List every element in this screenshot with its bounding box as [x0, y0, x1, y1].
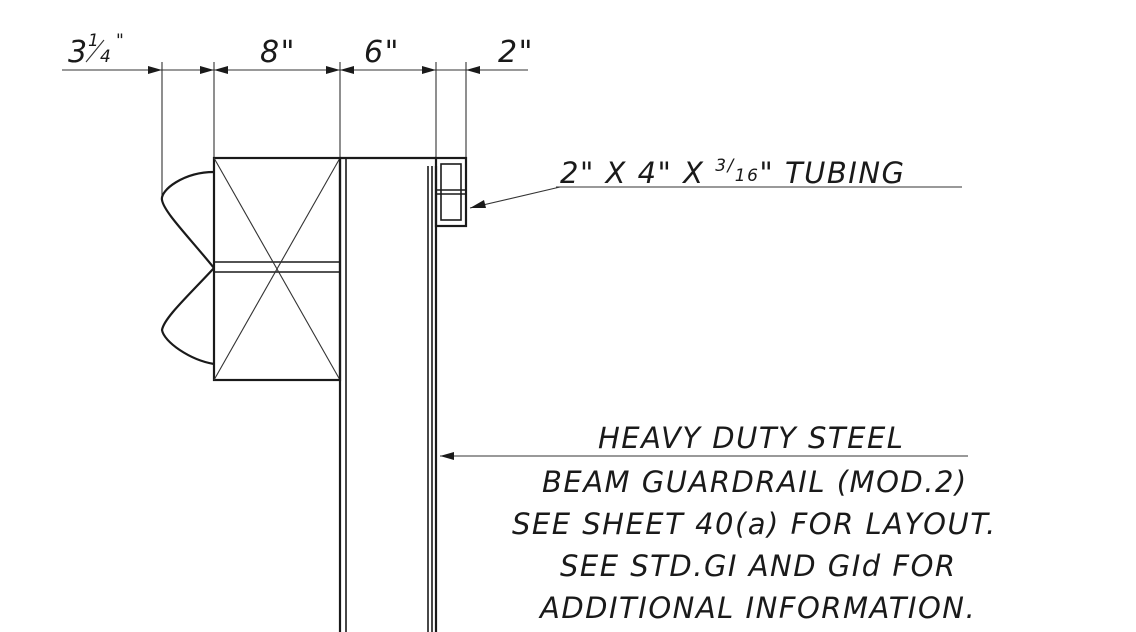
dimension-arrows: [148, 66, 480, 74]
dimension-label-2: 2": [498, 35, 534, 70]
blockout: [212, 156, 342, 382]
w-beam-rail: [160, 170, 215, 366]
fraction-bar: [85, 39, 105, 63]
steel-post: [338, 156, 438, 632]
guardrail-note-line-2: BEAM GUARDRAIL (MOD.2): [542, 465, 968, 499]
guardrail-note-line-4: SEE STD.GI AND GId FOR: [560, 549, 957, 583]
dimension-fraction-numerator: 1: [88, 31, 100, 51]
dimension-inch-mark: ": [116, 31, 125, 51]
dimension-fraction-denominator: 4: [100, 47, 112, 67]
leader-arrow: [440, 452, 454, 460]
tubing-frac-den: 16: [735, 166, 760, 186]
guardrail-note-line-3: SEE SHEET 40(a) FOR LAYOUT.: [512, 507, 997, 541]
tubing-frac-num: 3: [715, 156, 727, 176]
tubing-prefix: 2" X 4" X: [560, 156, 715, 190]
dimension-chain: 3 1 4 " 8" 6" 2": [62, 31, 534, 200]
leader-arrow: [470, 200, 486, 208]
dimension-label-3-1-4: 3: [68, 35, 89, 70]
dimension-label-6: 6": [364, 35, 400, 70]
tubing-callout-text: 2" X 4" X 3/16" TUBING: [560, 156, 906, 190]
guardrail-note-line-1: HEAVY DUTY STEEL: [598, 421, 904, 455]
tubing-callout: 2" X 4" X 3/16" TUBING: [469, 156, 962, 209]
tubing-suffix: " TUBING: [759, 156, 905, 190]
tubing-frac-slash: /: [726, 156, 736, 176]
guardrail-callout: HEAVY DUTY STEEL BEAM GUARDRAIL (MOD.2) …: [440, 421, 997, 625]
dimension-label-8: 8": [260, 35, 296, 70]
tubing-section: [434, 156, 468, 228]
guardrail-note-line-5: ADDITIONAL INFORMATION.: [538, 591, 976, 625]
